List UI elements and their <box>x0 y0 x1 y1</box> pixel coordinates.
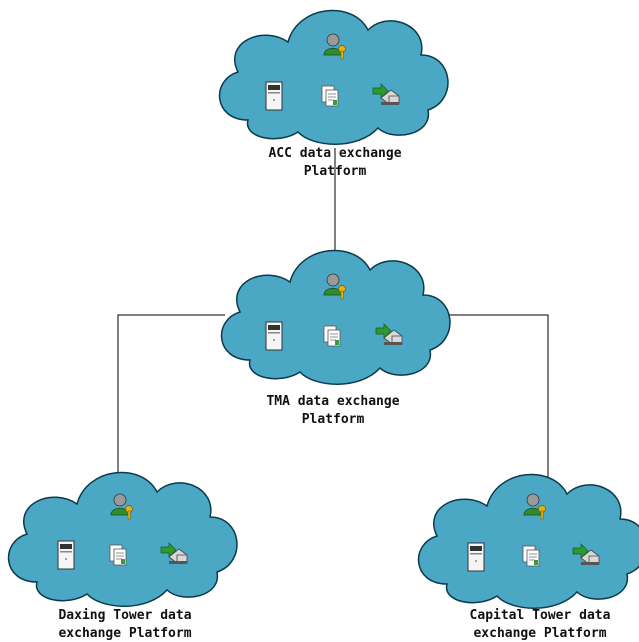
node-label-line1: TMA data exchange <box>266 394 399 409</box>
server-icon <box>265 81 283 111</box>
node-label-line1: ACC data exchange <box>268 146 401 161</box>
node-acc: ACC data exchange Platform <box>218 9 449 179</box>
server-icon <box>57 540 75 570</box>
cloud-shape <box>218 9 449 146</box>
cloud-shape <box>7 471 238 608</box>
node-label-line2: Platform <box>304 164 367 179</box>
node-label-line2: exchange Platform <box>473 626 606 641</box>
cloud-shape <box>220 249 451 386</box>
server-icon <box>467 542 485 572</box>
connectors <box>117 148 549 480</box>
server-icon <box>265 321 283 351</box>
node-label-line2: Platform <box>302 412 365 427</box>
node-label-line1: Capital Tower data <box>470 608 611 623</box>
connector-tma-capital <box>445 314 549 480</box>
node-label-line1: Daxing Tower data <box>58 608 191 623</box>
node-daxing: Daxing Tower data exchange Platform <box>7 471 238 641</box>
node-label-line2: exchange Platform <box>58 626 191 641</box>
node-capital: Capital Tower data exchange Platform <box>417 473 639 641</box>
cloud-shape <box>417 473 639 610</box>
connector-tma-daxing <box>117 314 225 480</box>
node-tma: TMA data exchange Platform <box>220 249 451 427</box>
